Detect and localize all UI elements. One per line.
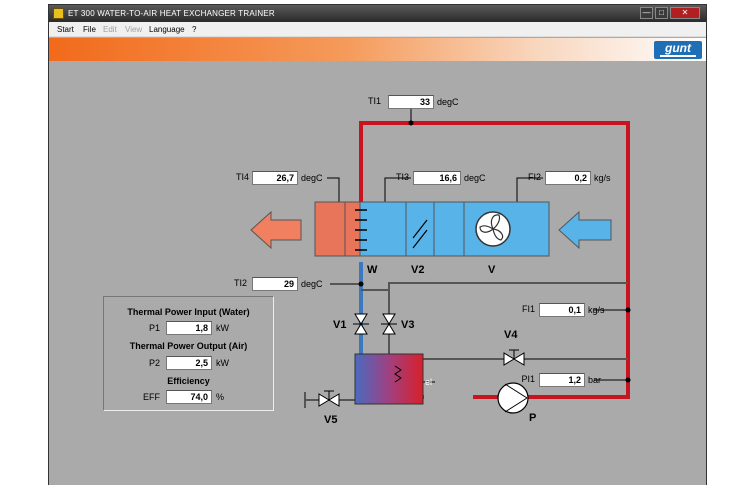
heat-exchanger-coil xyxy=(355,209,367,251)
fi1-value: 0,1 xyxy=(539,303,585,317)
pi1-unit: bar xyxy=(588,375,602,385)
ti4-label: TI4 xyxy=(235,172,249,182)
p2-value: 2,5 xyxy=(166,356,212,370)
label-v1: V1 xyxy=(333,319,347,331)
p1-unit: kW xyxy=(216,323,229,333)
label-v2: V2 xyxy=(411,264,425,276)
ti3-value: 16,6 xyxy=(413,171,461,185)
label-v5: V5 xyxy=(324,414,338,426)
output-heading: Thermal Power Output (Air) xyxy=(129,341,248,351)
fi1-unit: kg/s xyxy=(588,305,605,315)
window-title: ET 300 WATER-TO-AIR HEAT EXCHANGER TRAIN… xyxy=(68,9,275,18)
close-button[interactable]: ✕ xyxy=(670,7,700,19)
valve-v5 xyxy=(318,390,340,407)
menu-edit: Edit xyxy=(103,25,117,34)
app-icon xyxy=(53,8,64,19)
pi1-label: PI1 xyxy=(521,374,535,384)
filter-v2 xyxy=(412,219,428,249)
ti4-unit: degC xyxy=(301,173,323,183)
p2-label: P2 xyxy=(148,358,160,368)
ti3-unit: degC xyxy=(464,173,486,183)
menu-bar: Start File Edit View Language ? xyxy=(49,22,706,37)
label-v4: V4 xyxy=(504,329,518,341)
label-v3: V3 xyxy=(401,319,415,331)
input-heading: Thermal Power Input (Water) xyxy=(127,307,250,317)
air-in-arrow xyxy=(558,210,612,250)
menu-help[interactable]: ? xyxy=(192,25,197,34)
ti1-value: 33 xyxy=(388,95,434,109)
fi1-label: FI1 xyxy=(521,304,535,314)
ti4-value: 26,7 xyxy=(252,171,298,185)
ti3-label: TI3 xyxy=(395,172,409,182)
gunt-logo: gunt xyxy=(654,41,702,59)
air-duct xyxy=(314,201,550,257)
menu-view: View xyxy=(125,25,143,34)
fan-icon xyxy=(475,211,511,247)
ti2-value: 29 xyxy=(252,277,298,291)
valve-v1-v3 xyxy=(353,313,397,335)
air-out-arrow xyxy=(250,210,302,250)
eff-value: 74,0 xyxy=(166,390,212,404)
label-v: V xyxy=(488,264,496,276)
fi2-label: FI2 xyxy=(527,172,541,182)
heater-element-icon xyxy=(394,365,402,383)
menu-language[interactable]: Language xyxy=(149,25,185,34)
valve-v4 xyxy=(503,349,525,366)
pipe-diagram xyxy=(250,101,631,414)
fi2-unit: kg/s xyxy=(594,173,611,183)
minimize-button[interactable]: — xyxy=(640,7,653,19)
ti2-label: TI2 xyxy=(233,278,247,288)
ti2-unit: degC xyxy=(301,279,323,289)
ti1-unit: degC xyxy=(437,97,459,107)
maximize-button[interactable]: □ xyxy=(655,7,668,19)
p1-label: P1 xyxy=(148,323,160,333)
process-diagram: TI1 33 degC TI4 26,7 degC TI3 16,6 degC … xyxy=(49,62,706,485)
eff-label: EFF xyxy=(143,392,160,402)
header-banner: gunt xyxy=(49,38,706,61)
label-el: el xyxy=(425,377,433,387)
eff-unit: % xyxy=(216,392,225,402)
p1-value: 1,8 xyxy=(166,321,212,335)
p2-unit: kW xyxy=(216,358,229,368)
app-window: ET 300 WATER-TO-AIR HEAT EXCHANGER TRAIN… xyxy=(48,4,707,485)
menu-start[interactable]: Start xyxy=(57,25,74,34)
fi2-value: 0,2 xyxy=(545,171,591,185)
label-w: W xyxy=(367,264,378,276)
bypass-pipes xyxy=(304,282,628,408)
menu-file[interactable]: File xyxy=(83,25,96,34)
efficiency-heading: Efficiency xyxy=(167,376,210,386)
water-tank xyxy=(354,353,424,405)
pump-icon xyxy=(497,382,529,414)
ti1-label: TI1 xyxy=(367,96,381,106)
thermal-power-panel: Thermal Power Input (Water) P1 1,8 kW Th… xyxy=(103,296,274,411)
label-p: P xyxy=(529,412,537,424)
title-bar[interactable]: ET 300 WATER-TO-AIR HEAT EXCHANGER TRAIN… xyxy=(49,5,706,22)
pi1-value: 1,2 xyxy=(539,373,585,387)
